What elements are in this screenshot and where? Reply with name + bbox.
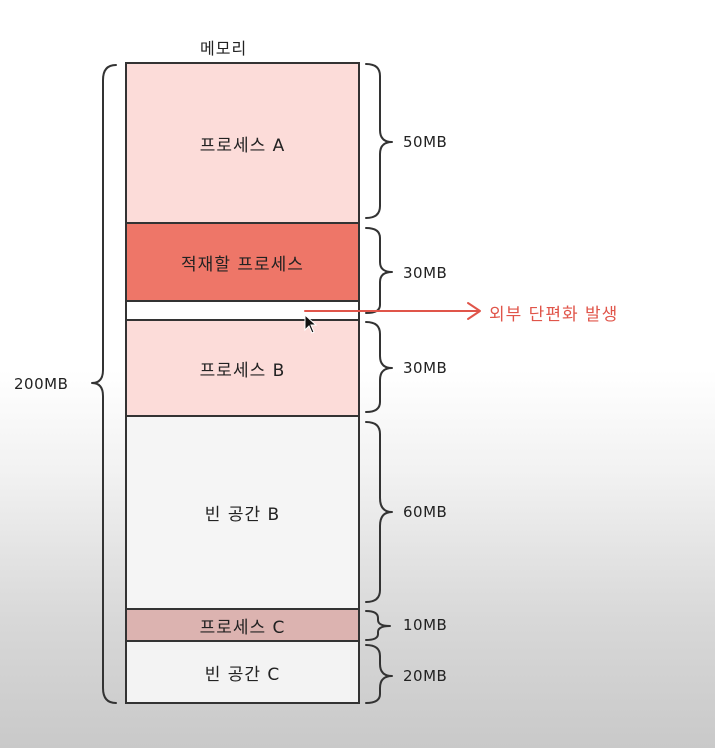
empty-space-b-label: 빈 공간 B (204, 505, 281, 525)
size-label-process-c: 10MB (403, 616, 448, 634)
brace-process-b (365, 321, 393, 413)
process-to-load-block: 적재할 프로세스 (125, 222, 360, 302)
process-b-block: 프로세스 B (125, 319, 360, 417)
process-c-label: 프로세스 C (199, 617, 286, 638)
process-a-block: 프로세스 A (125, 62, 360, 224)
total-size-label: 200MB (14, 375, 69, 393)
total-brace (91, 64, 117, 704)
size-label-process-a: 50MB (403, 133, 448, 151)
process-a-label: 프로세스 A (199, 135, 286, 156)
size-label-process-to-load: 30MB (403, 264, 448, 282)
brace-process-to-load (365, 227, 393, 314)
empty-space-b-block: 빈 공간 B (125, 415, 360, 610)
size-label-empty-c: 20MB (403, 667, 448, 685)
brace-process-c (365, 610, 391, 641)
arrow-head (467, 302, 481, 320)
brace-empty-c (365, 644, 393, 704)
empty-space-c-block: 빈 공간 C (125, 640, 360, 704)
size-label-process-b: 30MB (403, 359, 448, 377)
size-label-empty-b: 60MB (403, 503, 448, 521)
external-fragmentation-annotation: 외부 단편화 발생 (489, 305, 619, 325)
memory-title: 메모리 (200, 39, 248, 58)
empty-space-c-label: 빈 공간 C (204, 664, 281, 685)
process-b-label: 프로세스 B (199, 360, 286, 381)
brace-empty-b (365, 421, 393, 603)
brace-process-a (365, 63, 393, 219)
process-to-load-label: 적재할 프로세스 (181, 254, 304, 275)
cursor-icon (304, 313, 318, 334)
